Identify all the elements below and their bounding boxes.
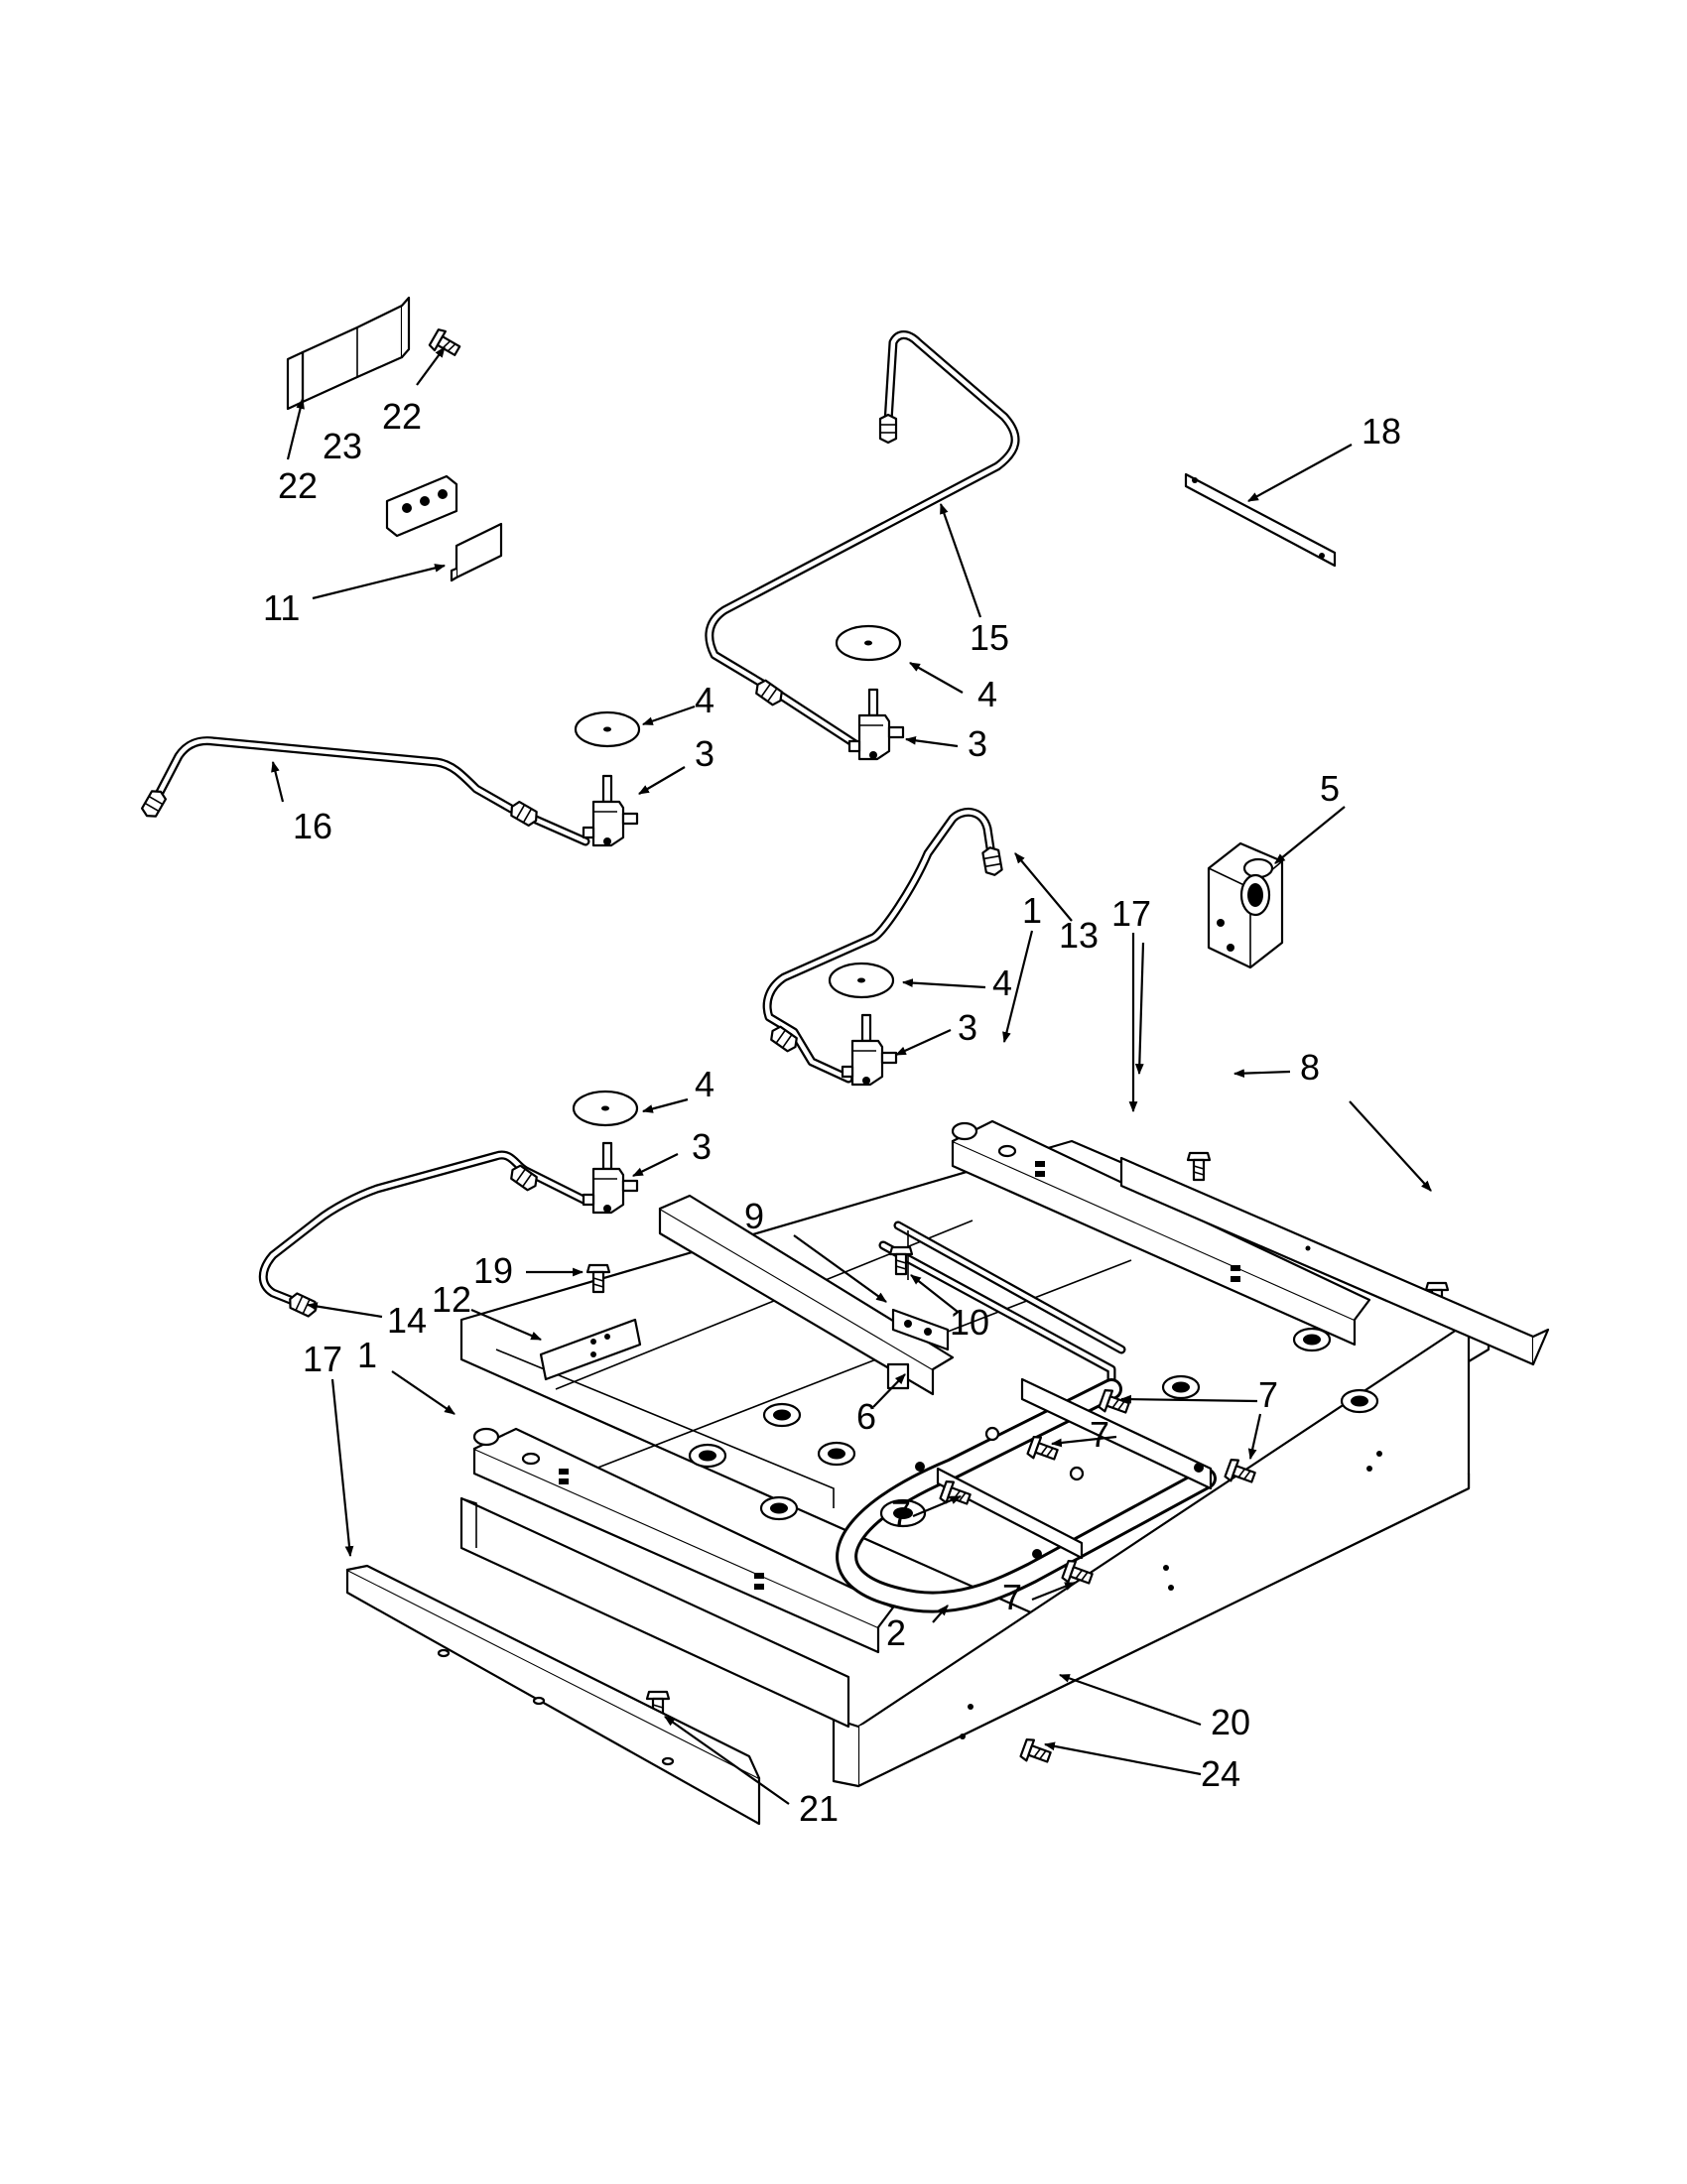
left-trim-strip [345, 1564, 761, 1826]
callout-1-left: 1 [357, 1335, 377, 1375]
callout-19: 20 [1211, 1702, 1250, 1742]
screw-22-upper [427, 326, 464, 362]
tube-14 [258, 1150, 590, 1320]
right-trim-strip [1119, 1156, 1550, 1366]
callout-5: 5 [1320, 768, 1340, 809]
tube-16 [138, 736, 590, 846]
callout-18: 18 [1362, 411, 1401, 451]
callout-22-lower: 21 [799, 1788, 839, 1829]
callout-4-top-right: 4 [977, 674, 997, 714]
callout-2: 2 [886, 1612, 906, 1653]
burner-frame [836, 1220, 1217, 1613]
callout-3-top-left: 3 [695, 733, 714, 774]
callout-3-middle: 3 [958, 1007, 977, 1048]
callout-20: 19 [473, 1250, 513, 1291]
terminal-block [385, 474, 458, 538]
callout-11: 11 [263, 587, 300, 628]
strip-18 [1184, 472, 1337, 568]
callout-1-right: 1 [1022, 890, 1042, 931]
orifice-holder [888, 1245, 950, 1351]
callout-12: 12 [432, 1279, 471, 1320]
callout-10: 10 [950, 1302, 989, 1343]
callout-7-middle: 7 [1090, 1414, 1109, 1455]
pressure-regulator [1207, 841, 1284, 969]
callout-7-lower: 7 [1002, 1577, 1022, 1617]
washer-4-middle [828, 962, 895, 999]
callout-4-lower: 4 [695, 1064, 714, 1104]
callout-4-top-left: 4 [695, 680, 714, 720]
callout-14: 14 [387, 1300, 427, 1341]
valve-3-top-right [847, 688, 905, 761]
washer-4-top-right [835, 624, 902, 662]
callout-labels: 22 22 23 11 15 18 16 4 4 3 3 5 13 1 4 3 … [263, 396, 1401, 1829]
callout-24: 24 [1201, 1753, 1240, 1794]
washer-4-top-left [574, 710, 641, 748]
callout-16: 16 [293, 806, 332, 846]
callout-6: 6 [856, 1396, 876, 1437]
callout-7-right: 7 [1258, 1374, 1278, 1415]
mounting-plate [539, 1318, 642, 1381]
valve-3-lower [582, 1141, 639, 1215]
callout-4-middle: 4 [992, 963, 1012, 1003]
right-side-rail [951, 1119, 1371, 1347]
callout-3-lower: 3 [692, 1126, 712, 1167]
callout-22-upper: 22 [382, 396, 422, 437]
callout-3-top-right: 3 [968, 723, 987, 764]
support-bracket [658, 1194, 955, 1396]
tube-13 [762, 808, 1004, 1084]
callout-8: 8 [1300, 1047, 1320, 1088]
callout-23: 23 [323, 426, 362, 466]
callout-9: 9 [744, 1196, 764, 1236]
callout-17-left: 17 [303, 1339, 342, 1379]
valve-3-middle [841, 1013, 898, 1087]
callout-7-left: 7 [891, 1493, 911, 1534]
callout-21: 22 [278, 465, 318, 506]
bracket-11 [450, 522, 503, 582]
valve-3-top-left [582, 774, 639, 847]
spark-module [286, 296, 411, 411]
washer-4-lower [572, 1090, 639, 1127]
screw-24 [1018, 1736, 1054, 1769]
tube-15 [705, 330, 1020, 749]
front-wall-panel [459, 1496, 850, 1729]
left-side-rail [472, 1427, 895, 1654]
callout-15: 15 [970, 617, 1009, 658]
callout-17-right: 17 [1111, 893, 1151, 934]
leader-lines [271, 346, 1432, 1805]
callout-13: 13 [1059, 915, 1099, 956]
screw-8-upper [1186, 1151, 1212, 1182]
